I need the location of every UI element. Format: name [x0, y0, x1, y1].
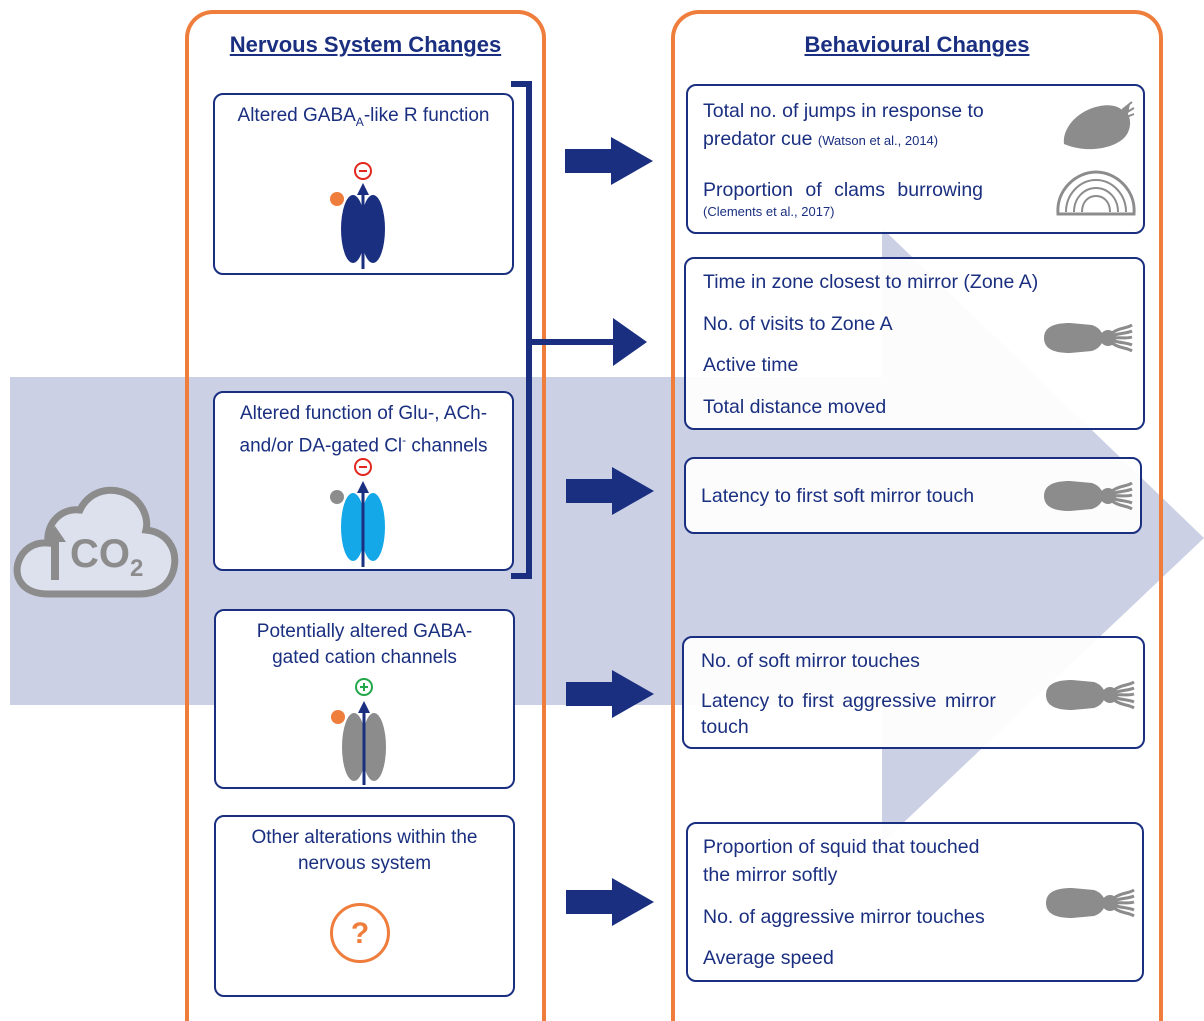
receptor-lightblue-icon	[330, 458, 385, 567]
citation-clements: (Clements et al., 2017)	[703, 204, 835, 219]
squid-icon	[1046, 888, 1135, 918]
nervous-box-gaba-a-label: Altered GABAA-like R function	[237, 105, 490, 129]
co2-cloud: CO2	[8, 470, 179, 605]
behaviour-box-jumps-burrowing: Total no. of jumps in response to predat…	[686, 84, 1145, 234]
behaviour-text: Total no. of jumps in response to	[703, 100, 984, 122]
nervous-box-glu-ach-da: Altered function of Glu-, ACh- and/or DA…	[213, 391, 514, 571]
behaviour-box-zone-a: Time in zone closest to mirror (Zone A) …	[684, 257, 1145, 430]
question-mark-icon: ?	[330, 903, 390, 963]
squid-icon	[1046, 680, 1135, 710]
nervous-panel-title: Nervous System Changes	[229, 32, 502, 57]
nervous-system-panel: Nervous System Changes	[185, 10, 546, 1021]
behaviour-text: Latency to first soft mirror touch	[701, 485, 975, 507]
behaviour-text: No. of aggressive mirror touches	[703, 906, 985, 928]
conch-shell-icon	[1063, 101, 1135, 150]
behaviour-text: No. of soft mirror touches	[701, 650, 920, 672]
nervous-box-other: Other alterations within the nervous sys…	[214, 815, 515, 997]
behaviour-text: Active time	[703, 354, 799, 376]
behaviour-text: Time in zone closest to mirror (Zone A)	[703, 271, 1039, 293]
squid-icon	[1044, 323, 1133, 353]
behaviour-text: Latency to first aggressive mirror	[701, 690, 996, 712]
behaviour-box-soft-touches: No. of soft mirror touches Latency to fi…	[682, 636, 1145, 749]
behaviour-text: No. of visits to Zone A	[703, 313, 893, 335]
behaviour-text: Proportion of clams burrowing	[703, 179, 984, 201]
arrow-to-box-1	[565, 137, 653, 185]
behaviour-text: Total distance moved	[703, 396, 887, 418]
co2-label: CO2	[70, 532, 144, 582]
squid-icon	[1044, 481, 1133, 511]
up-arrow-icon	[44, 526, 66, 580]
behaviour-text: Average speed	[703, 947, 834, 969]
nervous-box-gaba-a: Altered GABAA-like R function	[213, 93, 514, 275]
nervous-box-other-label: Other alterations within the nervous sys…	[251, 827, 478, 874]
arrow-to-box-5	[566, 878, 654, 926]
behaviour-text: predator cue (Watson et al., 2014)	[703, 128, 939, 150]
nervous-box-gaba-cation: Potentially altered GABA-gated cation ch…	[214, 609, 515, 789]
clam-shell-icon	[1056, 170, 1136, 216]
nervous-box-glu-ach-da-label: Altered function of Glu-, ACh- and/or DA…	[239, 403, 488, 457]
behaviour-box-aggressive: Proportion of squid that touched the mir…	[686, 822, 1144, 982]
receptor-gray-icon	[331, 678, 386, 785]
receptor-navy-icon	[330, 162, 385, 269]
arrow-to-box-4	[566, 670, 654, 718]
behaviour-text: the mirror softly	[703, 864, 838, 886]
behaviour-text: Proportion of squid that touched	[703, 836, 980, 858]
behaviour-box-latency-soft: Latency to first soft mirror touch	[684, 457, 1142, 534]
behaviour-text: touch	[701, 716, 749, 738]
behaviour-panel: Behavioural Changes	[671, 10, 1163, 1021]
behaviour-panel-title: Behavioural Changes	[804, 32, 1030, 57]
arrow-to-box-3	[566, 467, 654, 515]
bracket-connector	[511, 81, 647, 579]
nervous-box-gaba-cation-label: Potentially altered GABA-gated cation ch…	[256, 621, 473, 668]
citation-watson: (Watson et al., 2014)	[817, 133, 939, 148]
